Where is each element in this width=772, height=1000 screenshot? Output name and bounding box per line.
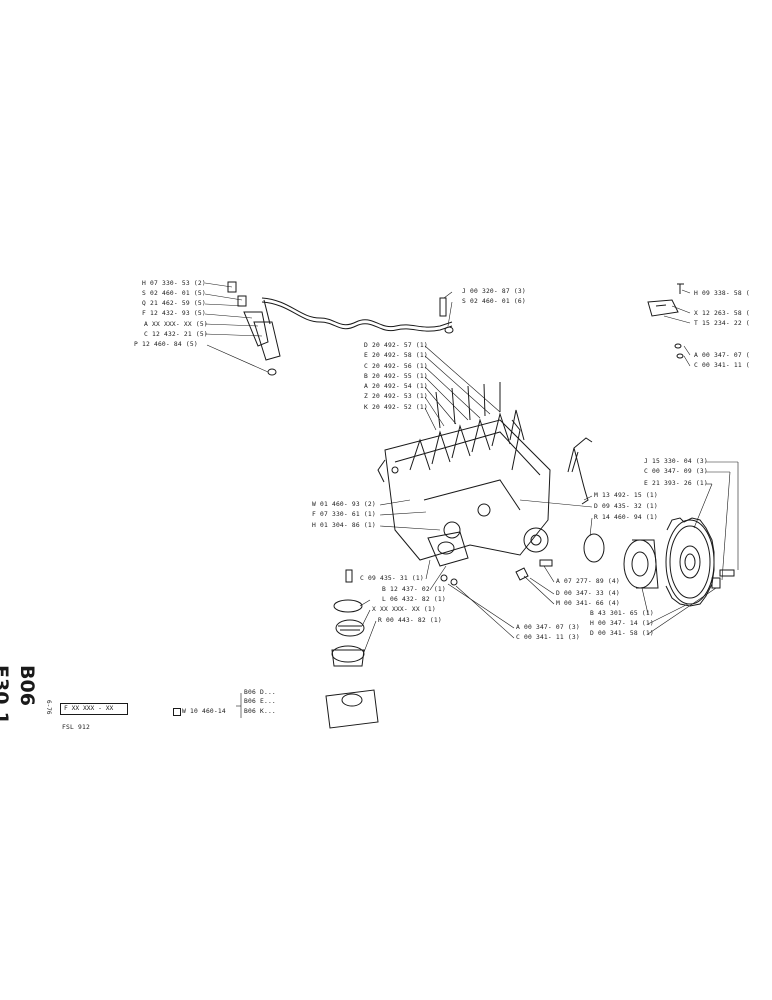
reference-checkbox [173, 708, 181, 716]
part-label: H 07 330- 53 (2) [142, 280, 206, 287]
part-label: E 20 492- 58 (1) [364, 352, 428, 359]
injection-line [261, 297, 453, 328]
document-date: 6-76 [45, 700, 52, 715]
part-label: X XX XXX- XX (1) [372, 606, 436, 613]
part-label: J 15 330- 04 (3) [644, 458, 708, 465]
part-label: A 00 347- 07 ( [694, 352, 750, 359]
drive-gear [665, 517, 715, 607]
o-ring [583, 533, 605, 563]
document-code: B06 F30.1 [0, 665, 38, 725]
part-label: B 12 437- 02 (1) [382, 586, 446, 593]
fuel-line [567, 437, 593, 505]
part-label: E 21 393- 26 (1) [644, 480, 708, 487]
part-label: A 00 347- 07 (3) [516, 624, 580, 631]
part-label: C 12 432- 21 (5) [144, 331, 208, 338]
part-label: S 02 460- 01 (5) [142, 290, 206, 297]
part-label: C 00 341- 11 ( [694, 362, 750, 369]
part-label: B 43 301- 65 (1) [590, 610, 654, 617]
part-label: J 00 320- 87 (3) [462, 288, 526, 295]
part-label: C 00 347- 09 (3) [644, 468, 708, 475]
part-label: C 20 492- 56 (1) [364, 363, 428, 370]
variant-label: B06 K... [244, 708, 276, 715]
part-label: K 20 492- 52 (1) [364, 404, 428, 411]
part-label: M 13 492- 15 (1) [594, 492, 658, 499]
part-label: C 09 435- 31 (1) [360, 575, 424, 582]
part-label: A XX XXX- XX (5) [144, 321, 208, 328]
part-label: R 14 460- 94 (1) [594, 514, 658, 521]
part-label: M 00 341- 66 (4) [556, 600, 620, 607]
part-label: F 12 432- 93 (5) [142, 310, 206, 317]
model-label: FSL 912 [62, 724, 90, 731]
leader-lines [204, 282, 739, 718]
reference-code: F XX XXX - XX [64, 705, 114, 712]
injection-pump-body [377, 409, 551, 561]
injector-nozzle [227, 281, 281, 376]
part-label: C 00 341- 11 (3) [516, 634, 580, 641]
part-label: L 06 432- 82 (1) [382, 596, 446, 603]
part-label: H 01 304- 86 (1) [312, 522, 376, 529]
part-label: X 12 263- 58 ( [694, 310, 750, 317]
part-label: B 20 492- 55 (1) [364, 373, 428, 380]
bracket-assembly [647, 283, 684, 359]
part-label: P 12 460- 84 (5) [134, 341, 198, 348]
part-label: D 09 435- 32 (1) [594, 503, 658, 510]
feed-pump-stack [325, 531, 469, 729]
part-label: D 20 492- 57 (1) [364, 342, 428, 349]
part-label: H 00 347- 14 (1) [590, 620, 654, 627]
part-label: A 07 277- 89 (4) [556, 578, 620, 585]
part-label: R 00 443- 82 (1) [378, 617, 442, 624]
hub [623, 539, 659, 589]
part-label: D 00 347- 33 (4) [556, 590, 620, 597]
part-label: F 07 330- 61 (1) [312, 511, 376, 518]
part-label: Q 21 462- 59 (5) [142, 300, 206, 307]
part-label: A 20 492- 54 (1) [364, 383, 428, 390]
part-label: D 00 341- 58 (1) [590, 630, 654, 637]
variant-label: B06 E... [244, 698, 276, 705]
variant-label: B06 D... [244, 689, 276, 696]
part-label: S 02 460- 01 (6) [462, 298, 526, 305]
reference-item: W 10 460-14 [182, 708, 226, 715]
part-label: T 15 234- 22 ( [694, 320, 750, 327]
reference-box: F XX XXX - XX [60, 703, 128, 715]
part-label: W 01 460- 93 (2) [312, 501, 376, 508]
delivery-pipes [435, 382, 521, 471]
part-label: Z 20 492- 53 (1) [364, 393, 428, 400]
part-label: H 09 338- 58 ( [694, 290, 750, 297]
